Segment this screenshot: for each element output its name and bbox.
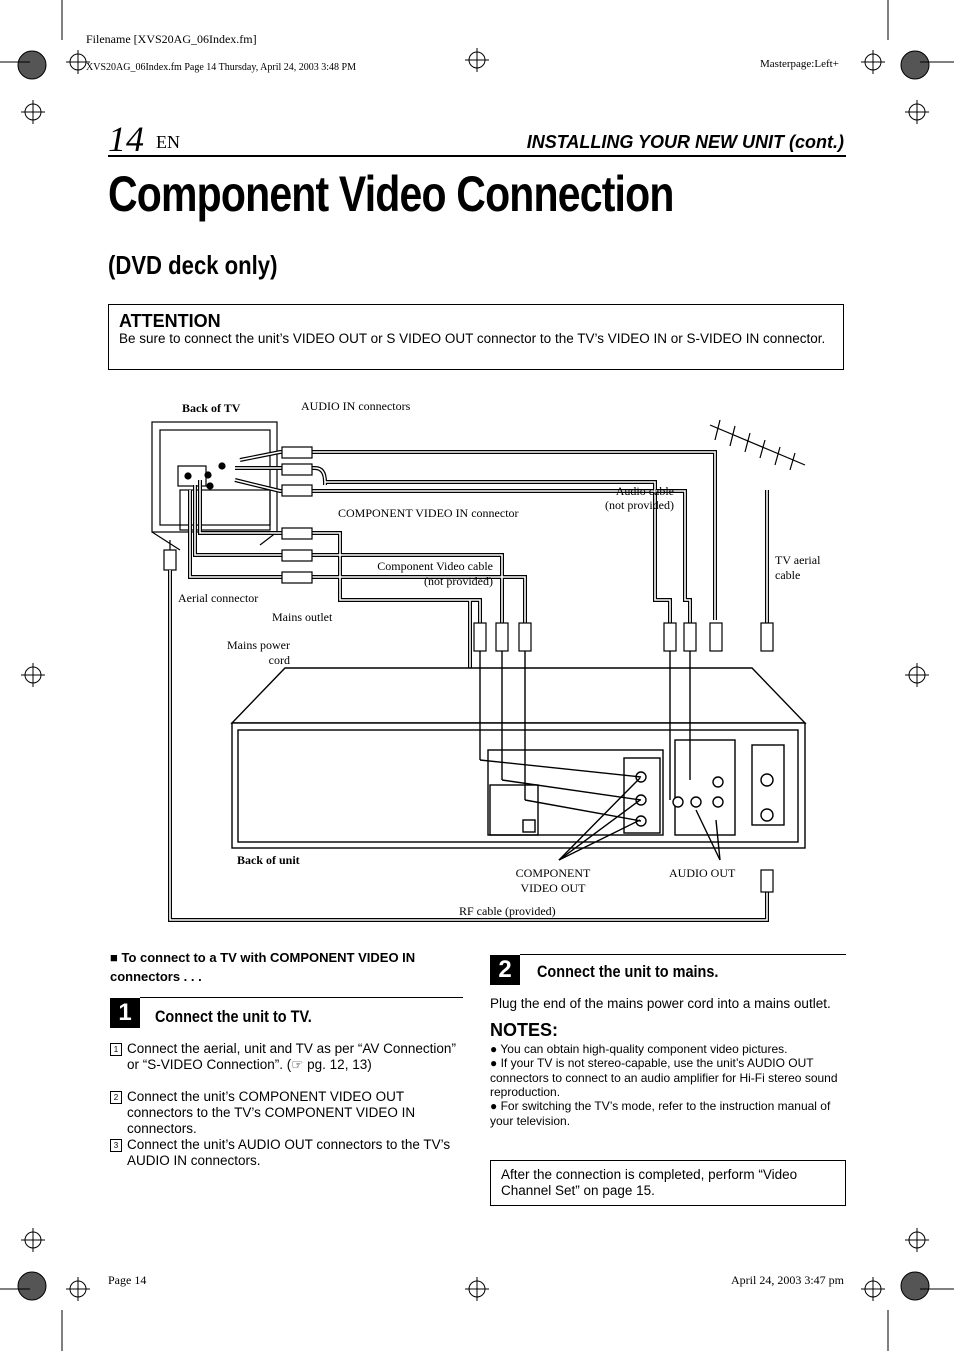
after-connection-text: After the connection is completed, perfo… xyxy=(501,1167,798,1198)
header-rule xyxy=(108,155,846,157)
label-audio-cable-note: (not provided) xyxy=(605,498,674,512)
notes-title: NOTES: xyxy=(490,1020,559,1040)
footer-page: Page 14 xyxy=(108,1273,147,1287)
label-back-of-unit: Back of unit xyxy=(237,853,300,867)
step2-text: Plug the end of the mains power cord int… xyxy=(490,996,831,1011)
attention-title: ATTENTION xyxy=(119,311,221,331)
step2-rule xyxy=(520,954,846,955)
attention-text: Be sure to connect the unit’s VIDEO OUT … xyxy=(119,331,826,346)
step1-item1: Connect the aerial, unit and TV as per “… xyxy=(127,1041,456,1072)
step1-item2-num: 2 xyxy=(110,1091,122,1104)
attention-box: ATTENTION Be sure to connect the unit’s … xyxy=(108,304,844,370)
note-3: ● For switching the TV’s mode, refer to … xyxy=(490,1099,831,1128)
page-number: 14 xyxy=(108,119,144,159)
header-masterpage: Masterpage:Left+ xyxy=(760,58,839,70)
step1-item3-num: 3 xyxy=(110,1139,122,1152)
connection-diagram xyxy=(151,419,807,922)
label-component-cable: Component Video cable xyxy=(377,559,493,573)
step2-title: Connect the unit to mains. xyxy=(537,962,719,981)
step1-item1-num: 1 xyxy=(110,1043,122,1056)
label-tv-aerial-cable: cable xyxy=(775,568,801,582)
label-audio-cable: Audio cable xyxy=(615,484,674,498)
note-1: ● You can obtain high-quality component … xyxy=(490,1042,788,1056)
step1-rule xyxy=(140,997,463,998)
page-subtitle: (DVD deck only) xyxy=(108,250,278,280)
label-rf-cable: RF cable (provided) xyxy=(459,904,556,918)
label-audio-out: AUDIO OUT xyxy=(669,866,736,880)
tv-back xyxy=(151,421,278,533)
section-header: INSTALLING YOUR NEW UNIT (cont.) xyxy=(526,132,844,152)
bullet-heading: ■ To connect to a TV with COMPONENT VIDE… xyxy=(110,950,416,984)
step1-number: 1 xyxy=(110,998,140,1028)
label-tv-aerial: TV aerial xyxy=(775,553,821,567)
step2-number: 2 xyxy=(490,955,520,985)
step1-item2: Connect the unit’s COMPONENT VIDEO OUT c… xyxy=(127,1089,416,1136)
header-file-info: XVS20AG_06Index.fm Page 14 Thursday, Apr… xyxy=(86,62,356,73)
label-audio-in: AUDIO IN connectors xyxy=(301,399,411,413)
label-mains-cord: Mains power xyxy=(227,638,290,652)
page-title: Component Video Connection xyxy=(108,166,674,222)
page-lang: EN xyxy=(156,132,180,152)
label-mains-outlet: Mains outlet xyxy=(272,610,333,624)
step1-item3: Connect the unit’s AUDIO OUT connectors … xyxy=(127,1137,451,1168)
note-2: ● If your TV is not stereo-capable, use … xyxy=(490,1056,838,1099)
label-component-out-2: VIDEO OUT xyxy=(520,881,586,895)
header-filename: Filename [XVS20AG_06Index.fm] xyxy=(86,32,257,46)
label-component-cable-note: (not provided) xyxy=(424,574,493,588)
after-connection-box: After the connection is completed, perfo… xyxy=(490,1160,846,1206)
label-mains-cord-2: cord xyxy=(268,653,290,667)
bullet-heading-text: To connect to a TV with COMPONENT VIDEO … xyxy=(110,950,416,984)
label-back-of-tv: Back of TV xyxy=(182,401,241,415)
footer-date: April 24, 2003 3:47 pm xyxy=(731,1273,844,1287)
label-component-in: COMPONENT VIDEO IN connector xyxy=(338,506,519,520)
label-aerial-connector: Aerial connector xyxy=(178,591,259,605)
step1-title: Connect the unit to TV. xyxy=(155,1007,312,1026)
label-component-out: COMPONENT xyxy=(515,866,591,880)
